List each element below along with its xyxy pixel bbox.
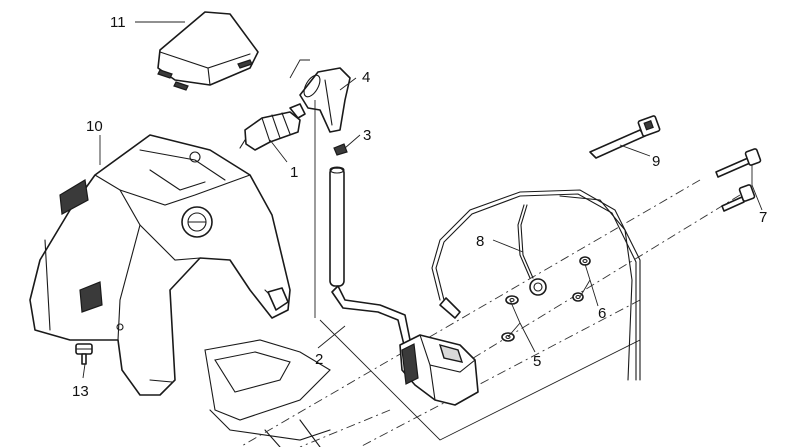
assembly-axis-lines [239,179,741,447]
spring-clip-part [333,143,348,156]
callout-13: 13 [72,383,89,400]
engine-outline-background [204,339,331,447]
callout-5: 5 [533,353,541,370]
callout-labels: 11 10 1 4 3 2 5 6 7 8 9 13 [72,14,767,400]
spark-plug-part [239,103,306,151]
callout-10: 10 [86,118,103,135]
callout-8: 8 [476,233,484,250]
assembly-bracket-lines [314,100,641,441]
ground-wire-part [431,189,641,381]
callout-1: 1 [290,164,298,181]
callout-9: 9 [652,153,660,170]
callout-6: 6 [598,305,606,322]
top-cap-part [157,11,259,91]
callout-4: 4 [362,69,370,86]
ignition-lead-part [329,166,411,346]
leader-lines [82,21,763,379]
cylinder-cover-part [29,134,291,396]
cable-tie-part [589,115,661,159]
callout-2: 2 [315,351,323,368]
plug-boot-part [289,59,351,133]
ignition-coil-part [399,334,479,406]
callout-11: 11 [110,14,126,31]
callout-7: 7 [759,209,767,226]
callout-3: 3 [363,127,371,144]
bolt-7-part [715,148,762,212]
screw-13-part [75,343,93,365]
